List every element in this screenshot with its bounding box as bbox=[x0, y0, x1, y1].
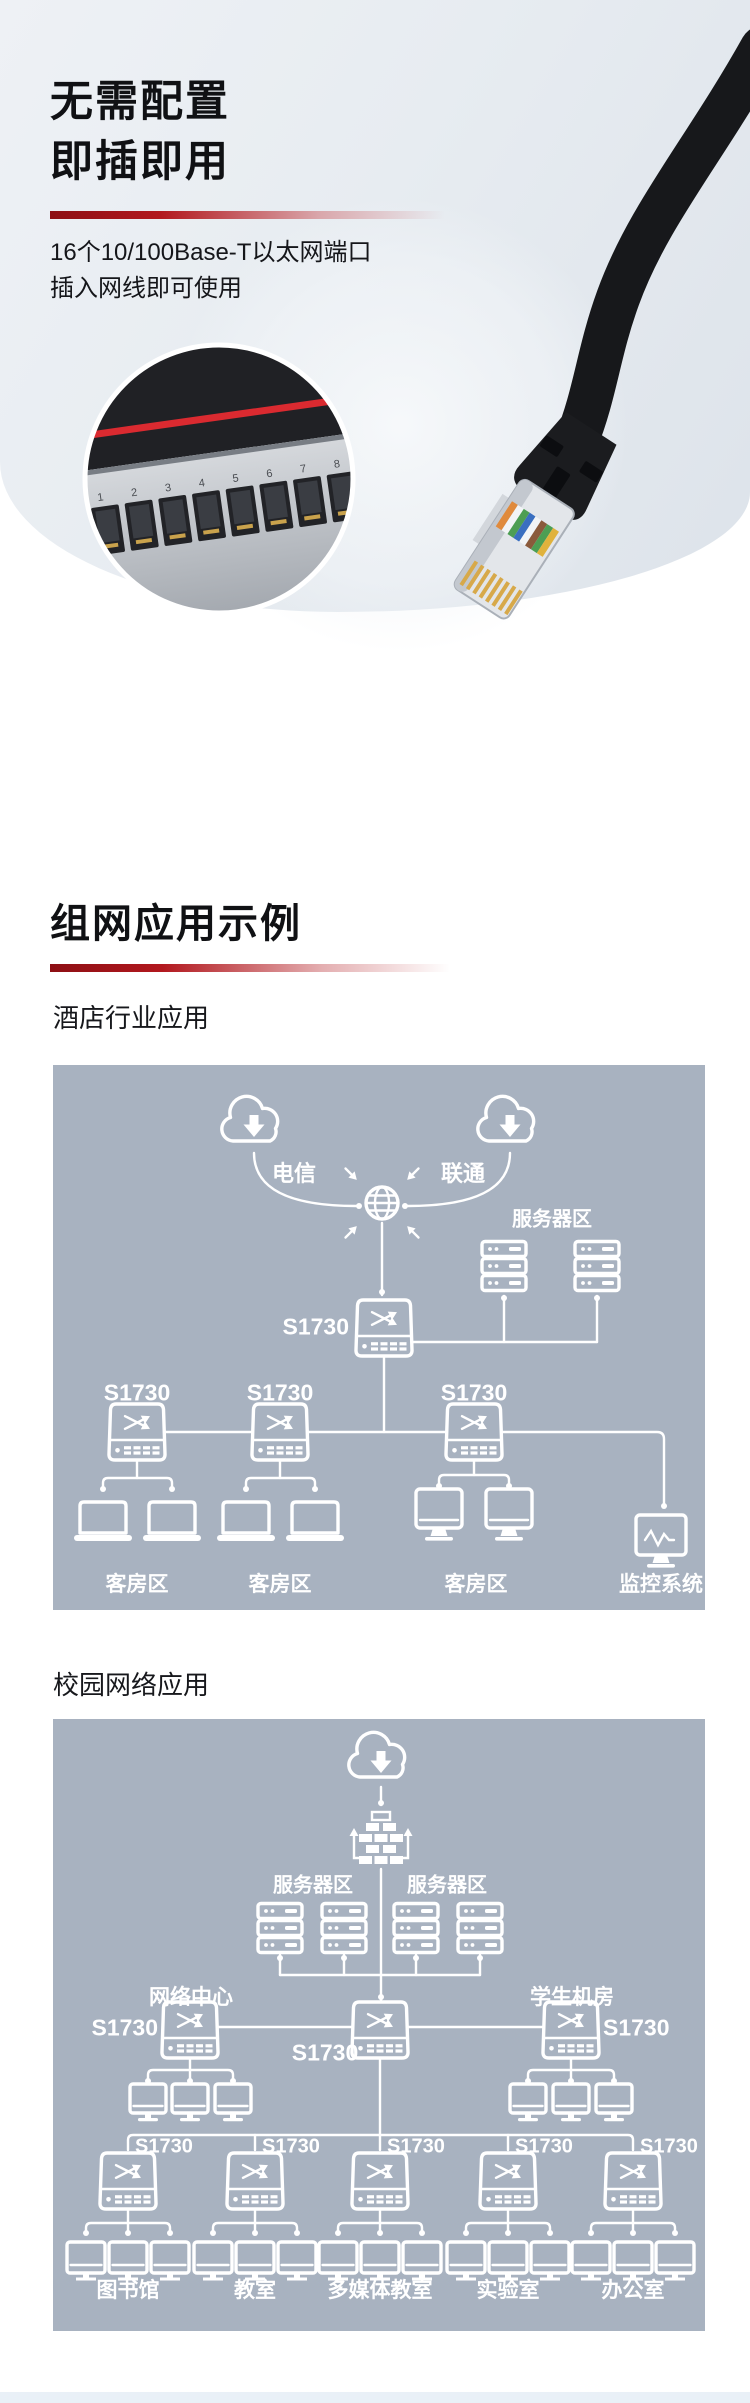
agg-switch-icon bbox=[350, 2000, 410, 2060]
switch-label: S1730 bbox=[262, 2135, 320, 2158]
cloud-download-icon bbox=[347, 1730, 407, 1779]
server-icon bbox=[456, 1901, 504, 1955]
desktop-monitor-icon bbox=[551, 2082, 591, 2123]
firewall-icon bbox=[348, 1810, 414, 1866]
inward-arrow-icon bbox=[341, 1221, 362, 1242]
inward-arrow-icon bbox=[402, 1164, 423, 1185]
desktop-monitor-icon bbox=[508, 2082, 548, 2123]
desktop-monitor-icon bbox=[170, 2082, 210, 2123]
desktop-monitor-icon bbox=[128, 2082, 168, 2123]
hero-desc-line2: 插入网线即可使用 bbox=[50, 275, 242, 302]
switch-label: S1730 bbox=[91, 2014, 158, 2041]
hero-desc-line1: 16个10/100Base-T以太网端口 bbox=[50, 239, 372, 266]
server-icon bbox=[256, 1901, 304, 1955]
access-switch-icon bbox=[107, 1402, 167, 1462]
switch-label: S1730 bbox=[103, 1379, 171, 1406]
zone-label: 监控系统 bbox=[619, 1573, 703, 1596]
room-label: 学生机房 bbox=[530, 1986, 614, 2009]
access-switch-icon bbox=[478, 2151, 538, 2211]
access-switch-icon bbox=[98, 2151, 158, 2211]
access-switch-icon bbox=[250, 1402, 310, 1462]
hotel-subtitle: 酒店行业应用 bbox=[53, 1003, 210, 1033]
zone-label: 教室 bbox=[234, 2279, 276, 2302]
campus-topology-panel: 服务器区 服务器区 网络中心 学生机房 S1730 S1730 S1730 S1… bbox=[53, 1719, 705, 2331]
core-switch-label: S1730 bbox=[282, 1313, 349, 1340]
zone-label: 客房区 bbox=[444, 1573, 508, 1596]
endpoint-group bbox=[570, 2208, 696, 2283]
campus-subtitle: 校园网络应用 bbox=[53, 1670, 210, 1700]
laptop-icon bbox=[72, 1500, 134, 1543]
switch-label: S1730 bbox=[135, 2135, 193, 2158]
zone-label: 客房区 bbox=[105, 1573, 169, 1596]
server-area-label: 服务器区 bbox=[407, 1874, 487, 1897]
access-switch-icon bbox=[603, 2151, 663, 2211]
server-area-label: 服务器区 bbox=[273, 1874, 353, 1897]
laptop-icon bbox=[284, 1500, 346, 1543]
zone-label: 图书馆 bbox=[96, 2279, 160, 2302]
core-switch-icon bbox=[354, 1298, 414, 1358]
access-switch-icon bbox=[225, 2151, 285, 2211]
hotel-topology-diagram bbox=[72, 1094, 688, 1570]
campus-topology-diagram bbox=[65, 1730, 696, 2283]
server-icon bbox=[392, 1901, 440, 1955]
switch-label: S1730 bbox=[291, 2039, 359, 2066]
next-section-edge bbox=[0, 2392, 750, 2403]
endpoint-group bbox=[65, 2208, 191, 2283]
access-switch-icon bbox=[350, 2151, 410, 2211]
switch-label: S1730 bbox=[440, 1379, 508, 1406]
carrier-label: 电信 bbox=[271, 1161, 317, 1186]
desktop-monitor-icon bbox=[414, 1487, 464, 1543]
access-switch-icon bbox=[444, 1402, 504, 1462]
server-icon bbox=[320, 1901, 368, 1955]
cloud-download-icon bbox=[476, 1094, 536, 1143]
server-area-label: 服务器区 bbox=[512, 1208, 592, 1231]
zone-label: 实验室 bbox=[476, 2279, 540, 2302]
desktop-monitor-icon bbox=[484, 1487, 534, 1543]
inward-arrow-icon bbox=[341, 1164, 362, 1185]
hero-description: 16个10/100Base-T以太网端口 插入网线即可使用 bbox=[50, 235, 371, 307]
section-accent-line bbox=[50, 964, 450, 972]
hero-title-line2: 即插即用 bbox=[50, 138, 230, 186]
zone-label: 多媒体教室 bbox=[327, 2279, 433, 2302]
section-title: 组网应用示例 bbox=[50, 902, 302, 946]
inward-arrow-icon bbox=[402, 1221, 423, 1242]
switch-label: S1730 bbox=[640, 2135, 698, 2158]
desktop-monitor-icon bbox=[213, 2082, 253, 2123]
endpoint-group bbox=[192, 2208, 318, 2283]
monitoring-monitor-icon bbox=[634, 1513, 688, 1570]
carrier-label: 联通 bbox=[440, 1161, 486, 1186]
endpoint-group bbox=[317, 2208, 443, 2283]
internet-globe-icon bbox=[364, 1185, 400, 1221]
zone-label: 办公室 bbox=[601, 2279, 665, 2302]
server-icon bbox=[480, 1239, 528, 1293]
desktop-monitor-icon bbox=[594, 2082, 634, 2123]
switch-label: S1730 bbox=[387, 2135, 445, 2158]
hero-accent-line bbox=[50, 211, 445, 219]
hero-title: 无需配置 即插即用 bbox=[50, 72, 230, 192]
endpoint-group bbox=[445, 2208, 571, 2283]
cloud-download-icon bbox=[220, 1094, 280, 1143]
switch-label: S1730 bbox=[603, 2014, 670, 2041]
room-label: 网络中心 bbox=[149, 1986, 233, 2009]
hotel-topology-panel: 电信 联通 服务器区 S1730 S1730 S1730 S1730 客房区 客… bbox=[53, 1065, 705, 1610]
laptop-icon bbox=[141, 1500, 203, 1543]
laptop-icon bbox=[215, 1500, 277, 1543]
hero-title-line1: 无需配置 bbox=[50, 78, 230, 126]
switch-label: S1730 bbox=[246, 1379, 314, 1406]
zone-label: 客房区 bbox=[248, 1573, 312, 1596]
switch-label: S1730 bbox=[515, 2135, 573, 2158]
server-icon bbox=[573, 1239, 621, 1293]
